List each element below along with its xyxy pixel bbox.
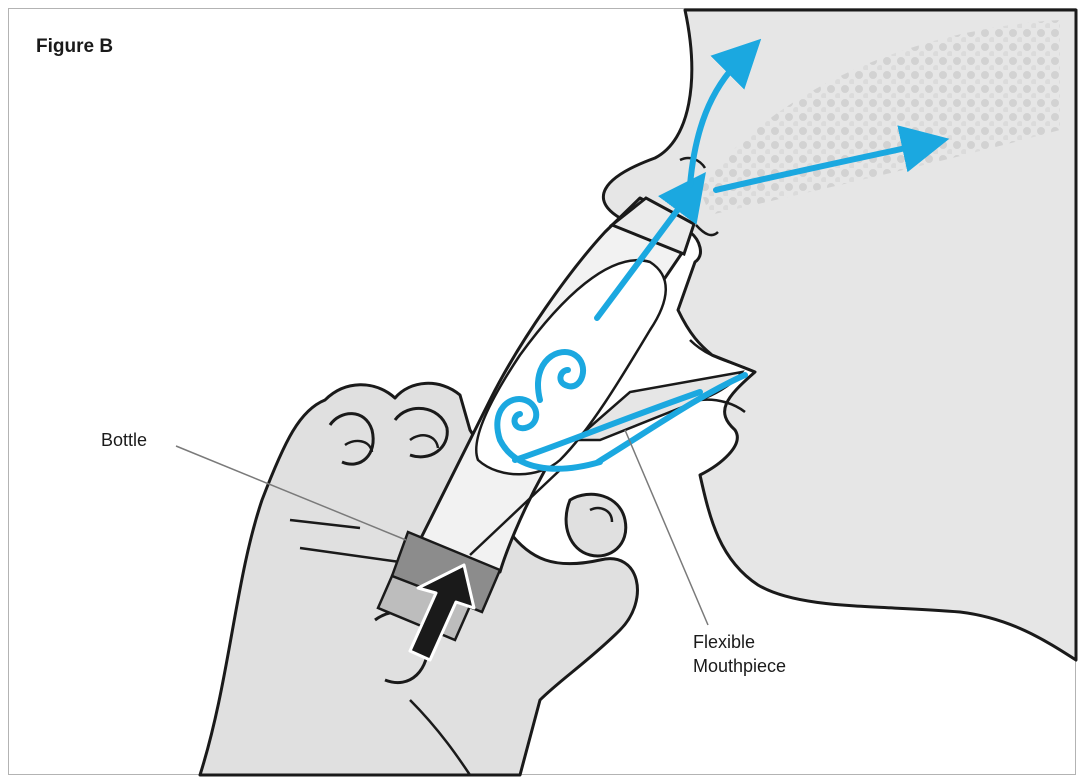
mouthpiece-label: Flexible Mouthpiece [693, 630, 786, 678]
figure-title: Figure B [36, 37, 113, 56]
mouthpiece-label-line2: Mouthpiece [693, 654, 786, 678]
mouthpiece-label-line1: Flexible [693, 630, 786, 654]
bottle-label: Bottle [101, 428, 147, 452]
